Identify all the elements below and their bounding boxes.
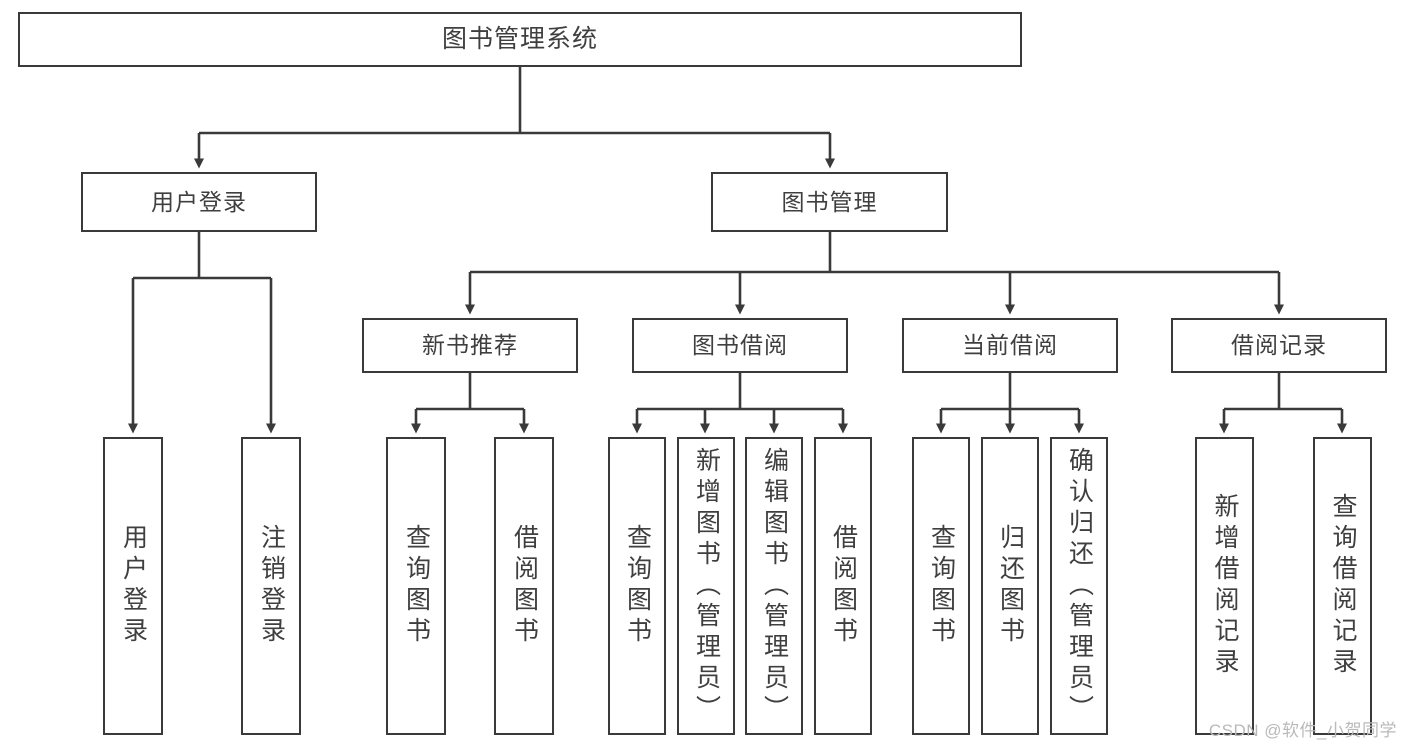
leaf-current-borrow-confirm[interactable]: 确认归还（管理员） [1050, 437, 1108, 735]
leaf-new-books-borrow-inner: 借阅图书 [496, 439, 552, 733]
leaf-book-borrow-edit[interactable]: 编辑图书（管理员） [745, 437, 803, 735]
leaf-borrow-records-query-inner: 查询借阅记录 [1315, 439, 1370, 733]
leaf-new-books-query[interactable]: 查询图书 [386, 437, 446, 735]
node-book-borrow-label: 图书借阅 [692, 332, 788, 359]
leaf-book-borrow-borrow-inner: 借阅图书 [816, 439, 870, 733]
node-borrow-records[interactable]: 借阅记录 [1171, 318, 1387, 373]
leaf-borrow-records-add-inner: 新增借阅记录 [1197, 439, 1252, 733]
leaf-current-borrow-confirm-inner: 确认归还（管理员） [1052, 439, 1106, 733]
leaf-book-borrow-query-inner: 查询图书 [610, 439, 664, 733]
node-user-login[interactable]: 用户登录 [81, 172, 317, 232]
leaf-new-books-borrow-label: 借阅图书 [510, 524, 539, 648]
leaf-user-login-signin-inner: 用户登录 [105, 439, 161, 733]
leaf-book-borrow-borrow[interactable]: 借阅图书 [814, 437, 872, 735]
leaf-book-borrow-edit-label: 编辑图书（管理员） [760, 446, 789, 726]
leaf-user-login-signin[interactable]: 用户登录 [103, 437, 163, 735]
leaf-user-login-signout[interactable]: 注销登录 [241, 437, 301, 735]
node-book-management[interactable]: 图书管理 [711, 172, 948, 232]
leaf-current-borrow-query-inner: 查询图书 [914, 439, 968, 733]
node-current-borrow[interactable]: 当前借阅 [902, 318, 1118, 373]
node-user-login-label: 用户登录 [151, 188, 247, 215]
leaf-book-borrow-borrow-label: 借阅图书 [829, 524, 858, 648]
leaf-new-books-borrow[interactable]: 借阅图书 [494, 437, 554, 735]
leaf-book-borrow-edit-inner: 编辑图书（管理员） [747, 439, 801, 733]
leaf-user-login-signout-label: 注销登录 [257, 524, 286, 648]
leaf-borrow-records-add[interactable]: 新增借阅记录 [1195, 437, 1254, 735]
leaf-user-login-signout-inner: 注销登录 [243, 439, 299, 733]
node-new-book-recommend-label: 新书推荐 [422, 332, 518, 359]
leaf-current-borrow-query[interactable]: 查询图书 [912, 437, 970, 735]
leaf-book-borrow-add[interactable]: 新增图书（管理员） [677, 437, 735, 735]
node-root-label: 图书管理系统 [441, 25, 598, 54]
leaf-current-borrow-return-label: 归还图书 [996, 524, 1025, 648]
leaf-borrow-records-query[interactable]: 查询借阅记录 [1313, 437, 1372, 735]
leaf-new-books-query-label: 查询图书 [402, 524, 431, 648]
node-new-book-recommend[interactable]: 新书推荐 [362, 318, 578, 373]
leaf-book-borrow-add-label: 新增图书（管理员） [692, 446, 721, 726]
node-book-borrow[interactable]: 图书借阅 [632, 318, 848, 373]
leaf-book-borrow-query-label: 查询图书 [623, 524, 652, 648]
leaf-new-books-query-inner: 查询图书 [388, 439, 444, 733]
node-root[interactable]: 图书管理系统 [18, 12, 1022, 67]
leaf-current-borrow-return-inner: 归还图书 [983, 439, 1037, 733]
leaf-current-borrow-return[interactable]: 归还图书 [981, 437, 1039, 735]
node-book-management-label: 图书管理 [781, 188, 878, 215]
node-current-borrow-label: 当前借阅 [962, 332, 1058, 359]
leaf-current-borrow-query-label: 查询图书 [927, 524, 956, 648]
leaf-user-login-signin-label: 用户登录 [119, 524, 148, 648]
leaf-book-borrow-query[interactable]: 查询图书 [608, 437, 666, 735]
leaf-current-borrow-confirm-label: 确认归还（管理员） [1065, 446, 1094, 726]
leaf-borrow-records-add-label: 新增借阅记录 [1211, 493, 1239, 679]
leaf-borrow-records-query-label: 查询借阅记录 [1329, 493, 1357, 679]
leaf-book-borrow-add-inner: 新增图书（管理员） [679, 439, 733, 733]
node-borrow-records-label: 借阅记录 [1231, 332, 1327, 359]
